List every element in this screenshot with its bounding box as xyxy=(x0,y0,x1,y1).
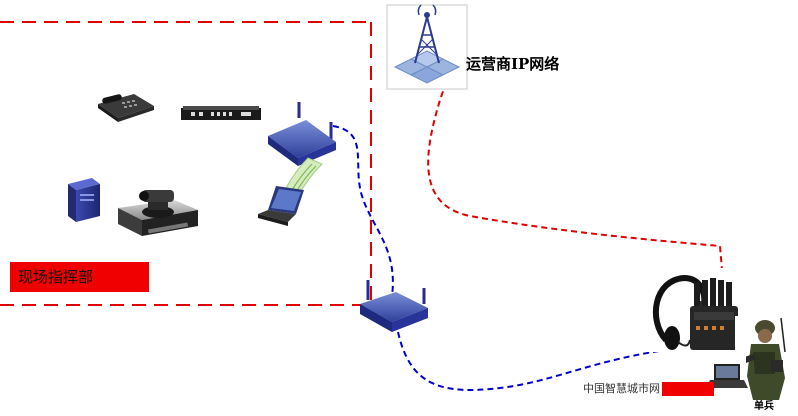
network-switch-icon xyxy=(181,106,261,120)
cell-tower-icon xyxy=(386,4,468,90)
ptz-camera-icon xyxy=(118,190,198,236)
wireless-router-icon xyxy=(360,280,428,332)
command-post-label: 现场指挥部 xyxy=(10,262,149,292)
command-post-boundary xyxy=(0,21,372,306)
laptop-icon xyxy=(258,186,304,226)
watermark-strip xyxy=(662,382,714,396)
wireless-router-icon xyxy=(268,102,336,166)
watermark: 中国智慧城市网 xyxy=(583,380,714,396)
carrier-network-label: 运营商IP网络 xyxy=(466,55,560,73)
wireless-link-command-to-relay xyxy=(332,125,394,297)
wireless-link-relay-to-soldier xyxy=(397,331,701,391)
soldier-label: 单兵 xyxy=(754,401,774,412)
carrier-link-tower-to-soldier xyxy=(427,10,723,271)
watermark-text: 中国智慧城市网 xyxy=(583,382,660,395)
multi-antenna-transmitter-icon xyxy=(690,278,738,350)
telephone-icon xyxy=(98,94,154,122)
server-tower-icon xyxy=(68,178,100,222)
signal-waves-icon xyxy=(285,157,323,197)
